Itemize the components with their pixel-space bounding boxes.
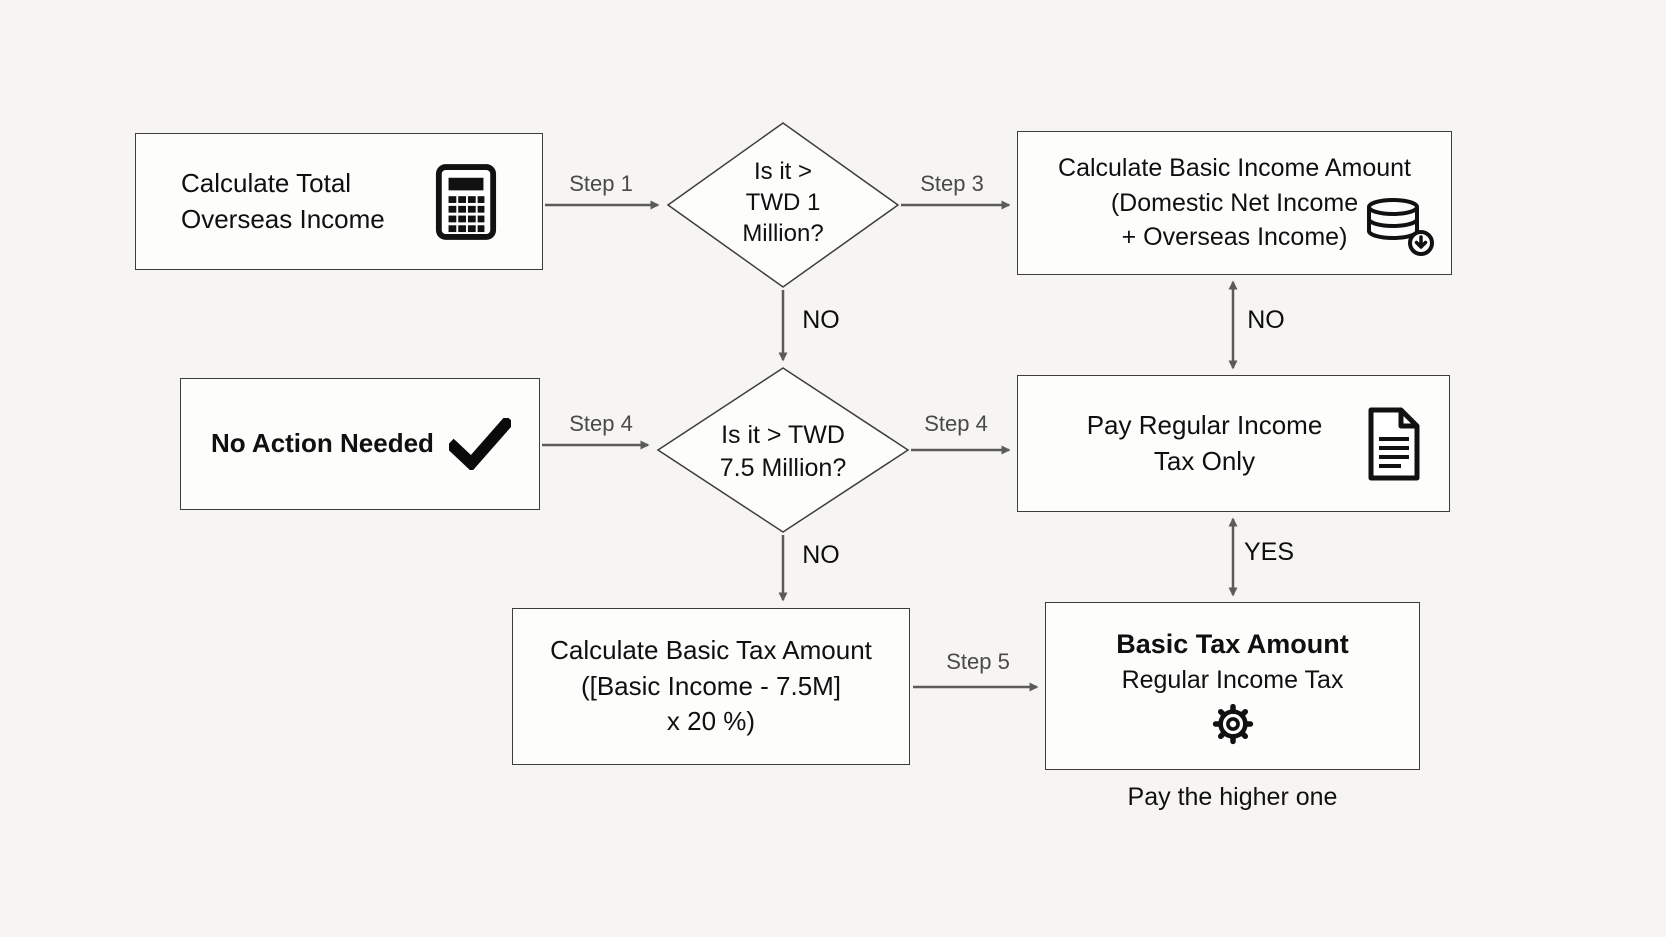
- node-compare-taxes: Basic Tax Amount Regular Income Tax: [1045, 602, 1420, 770]
- node-calculate-overseas-income: Calculate Total Overseas Income: [135, 133, 543, 270]
- node-pay-regular-tax: Pay Regular Income Tax Only: [1017, 375, 1450, 512]
- gear-icon: [1211, 702, 1255, 746]
- edge-label-yes: YES: [1243, 538, 1295, 566]
- node-calculate-basic-income: Calculate Basic Income Amount (Domestic …: [1017, 131, 1452, 275]
- node-text: Calculate Total Overseas Income: [181, 167, 385, 234]
- node-no-action-needed: No Action Needed: [180, 378, 540, 510]
- edge-label-step-5: Step 5: [946, 649, 1010, 674]
- compare-title: Basic Tax Amount: [1116, 629, 1349, 660]
- edge-label-step-4-left: Step 4: [569, 411, 633, 436]
- decision-2-text: Is it > TWD 7.5 Million?: [719, 421, 847, 482]
- node-text: No Action Needed: [211, 428, 434, 459]
- document-icon: [1365, 406, 1423, 482]
- coins-icon: [1363, 196, 1435, 258]
- edge-label-step-3: Step 3: [920, 171, 984, 196]
- edge-label-step-1: Step 1: [569, 171, 633, 196]
- check-icon: [449, 418, 511, 470]
- node-text: Calculate Basic Income Amount (Domestic …: [1058, 154, 1411, 252]
- edge-label-no-right: NO: [1247, 306, 1285, 334]
- compare-subtitle: Regular Income Tax: [1121, 666, 1344, 695]
- node-text: Pay Regular Income Tax Only: [1086, 409, 1323, 476]
- edge-label-step-4-right: Step 4: [924, 411, 988, 436]
- node-text: Calculate Basic Tax Amount ([Basic Incom…: [550, 634, 872, 737]
- calculator-icon: [434, 163, 498, 241]
- edge-label-no-1: NO: [802, 306, 840, 334]
- edge-label-no-2: NO: [802, 541, 840, 569]
- compare-caption: Pay the higher one: [1127, 783, 1338, 811]
- node-calculate-basic-tax: Calculate Basic Tax Amount ([Basic Incom…: [512, 608, 910, 765]
- decision-1-text: Is it > TWD 1 Million?: [742, 158, 824, 248]
